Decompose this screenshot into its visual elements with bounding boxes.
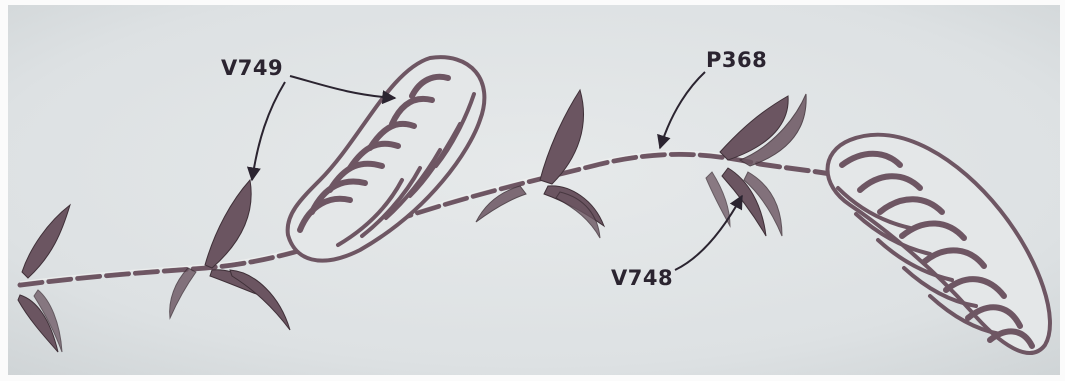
callout-label-v748: V748: [611, 268, 673, 289]
callout-label-p368: P368: [706, 50, 767, 71]
callout-label-v749: V749: [221, 58, 283, 79]
